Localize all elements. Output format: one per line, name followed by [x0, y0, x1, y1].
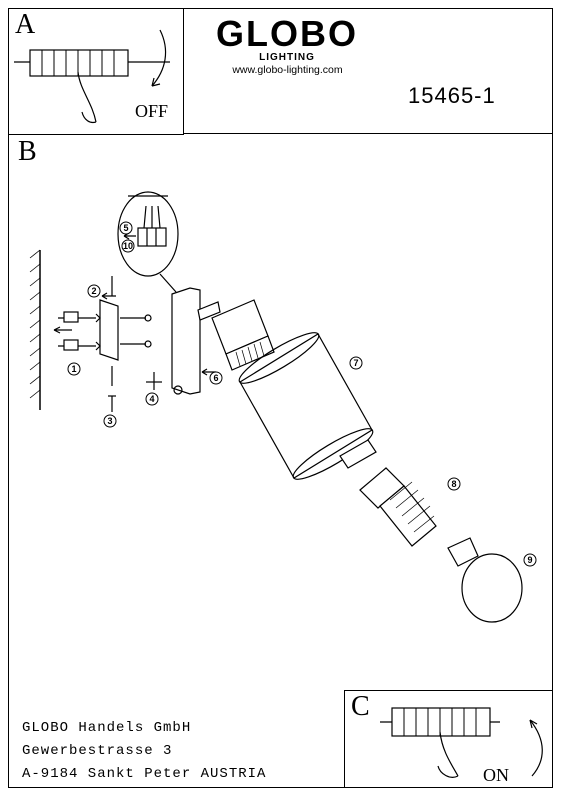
brand-url: www.globo-lighting.com: [232, 64, 343, 76]
svg-text:1: 1: [71, 364, 76, 374]
article-number: 15465-1: [408, 83, 496, 108]
panel-c: C ON: [344, 690, 553, 788]
step-3-marker: 3: [103, 414, 117, 428]
off-label: OFF: [135, 101, 169, 121]
step-markers: 1 2 3 4 5 6 7 8 9 10: [67, 221, 537, 567]
step-4-marker: 4: [145, 392, 159, 406]
svg-text:2: 2: [91, 286, 96, 296]
svg-text:3: 3: [107, 416, 112, 426]
svg-text:10: 10: [123, 241, 133, 251]
step-7-marker: 7: [349, 356, 363, 370]
svg-text:4: 4: [149, 394, 154, 404]
panel-b-label: B: [18, 136, 37, 167]
panel-a-label: A: [15, 9, 36, 40]
brand-logo: GLOBO: [216, 13, 358, 54]
panel-c-label: C: [351, 691, 370, 722]
step-9-marker: 9: [523, 553, 537, 567]
svg-text:6: 6: [213, 373, 218, 383]
step-2-marker: 2: [87, 284, 101, 298]
address-street: Gewerbestrasse 3: [22, 743, 173, 759]
svg-text:9: 9: [527, 555, 532, 565]
step-1-marker: 1: [67, 362, 81, 376]
terminal-block-on-icon: [380, 707, 543, 778]
step-6-marker: 6: [209, 371, 223, 385]
page-border: [8, 8, 553, 788]
header-divider: [8, 133, 553, 134]
svg-text:8: 8: [451, 479, 456, 489]
step-5-marker: 5: [119, 221, 133, 235]
address-city: A-9184 Sankt Peter AUSTRIA: [22, 766, 267, 782]
brand-subtitle: LIGHTING: [259, 52, 315, 63]
svg-text:7: 7: [353, 358, 358, 368]
step-10-marker: 10: [121, 239, 135, 253]
svg-text:5: 5: [123, 223, 128, 233]
terminal-block-off-icon: [14, 29, 170, 124]
address-company: GLOBO Handels GmbH: [22, 720, 192, 736]
step-8-marker: 8: [447, 477, 461, 491]
on-label: ON: [483, 765, 509, 785]
